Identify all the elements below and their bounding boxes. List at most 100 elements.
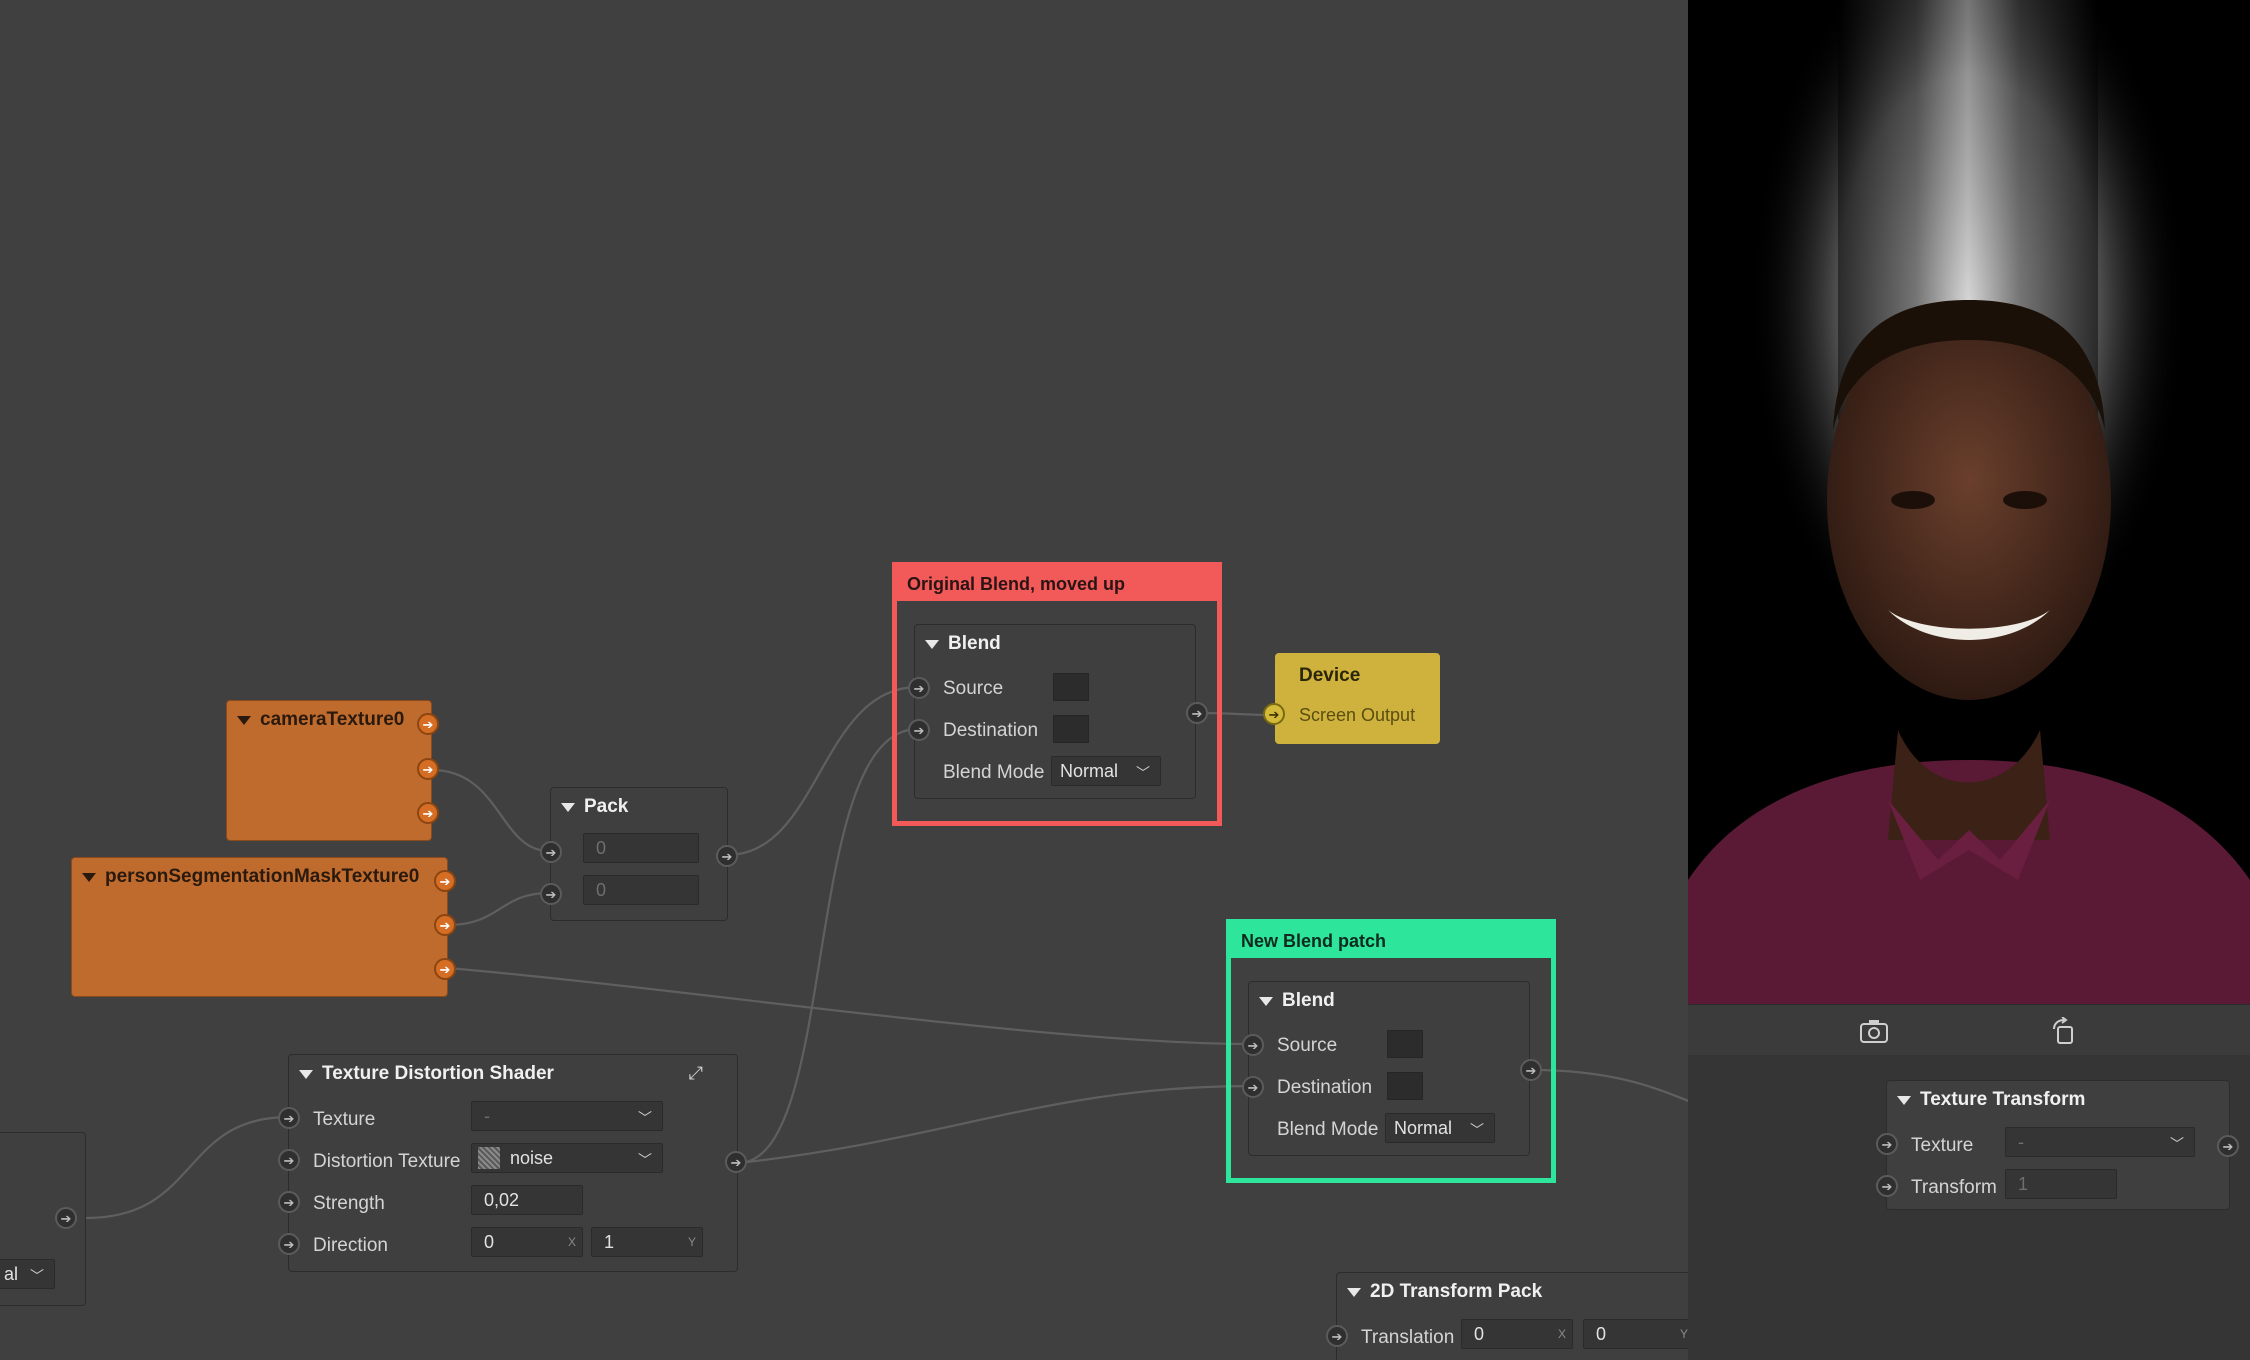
source-label: Source (943, 678, 1004, 699)
device-title: Device (1299, 665, 1361, 686)
comment-title: Original Blend, moved up (897, 567, 1217, 601)
collapse-triangle-icon[interactable] (925, 639, 939, 649)
partial-select[interactable]: al﹀ (0, 1259, 55, 1289)
output-port-alpha[interactable]: ➔ (417, 802, 439, 824)
destination-color-swatch[interactable] (1053, 715, 1089, 743)
pack-value-1[interactable]: 0 (583, 833, 699, 863)
direction-port[interactable]: ➔ (278, 1233, 300, 1255)
wire-new-to-texture-transform (1530, 1068, 1688, 1102)
direction-y-value: 1 (604, 1231, 615, 1252)
distortion-texture-port[interactable]: ➔ (278, 1149, 300, 1171)
comment-new-blend[interactable]: New Blend patch (1226, 919, 1556, 1183)
destination-port[interactable]: ➔ (1242, 1076, 1264, 1098)
blend-node-new[interactable]: Blend ➔ Source ➔ Destination Blend Mode … (1242, 981, 1542, 1156)
blend-mode-label: Blend Mode (943, 762, 1045, 783)
distortion-output-port[interactable]: ➔ (725, 1151, 747, 1173)
source-port[interactable]: ➔ (1242, 1034, 1264, 1056)
partial-node-left[interactable]: ➔ al﹀ (0, 1132, 86, 1306)
camera-preview-viewport[interactable] (1688, 0, 2250, 1004)
strength-label: Strength (313, 1193, 385, 1214)
source-color-swatch[interactable] (1053, 673, 1089, 701)
comment-title: New Blend patch (1231, 924, 1551, 958)
person-segmentation-mask-node[interactable]: personSegmentationMaskTexture0 ➔ ➔ ➔ (71, 857, 456, 997)
texture-transform-node[interactable]: Texture Transform ➔ Texture -﹀ ➔ Transfo… (1876, 1080, 2239, 1210)
node-title: Blend (948, 633, 1001, 654)
blend-mode-value: Normal (1394, 1117, 1453, 1138)
wire-camera-to-pack (431, 768, 550, 853)
blend-mode-select[interactable]: Normal﹀ (1051, 756, 1161, 786)
collapse-triangle-icon[interactable] (1259, 996, 1273, 1006)
destination-port[interactable]: ➔ (908, 719, 930, 741)
expand-icon[interactable]: ⤢ (688, 1063, 703, 1083)
texture-port[interactable]: ➔ (278, 1107, 300, 1129)
blend-mode-select[interactable]: Normal ﹀ (1385, 1113, 1495, 1143)
chevron-down-icon: ﹀ (1136, 765, 1150, 781)
pack-input-port-2[interactable]: ➔ (540, 883, 562, 905)
collapse-triangle-icon[interactable] (561, 802, 575, 812)
comment-original-blend[interactable]: Original Blend, moved up (892, 562, 1222, 826)
distortion-texture-label: Distortion Texture (313, 1151, 461, 1172)
rotate-device-icon[interactable] (2048, 1015, 2080, 1047)
blend-node-original[interactable]: Blend ➔ Source ➔ Destination Blend Mode … (908, 624, 1208, 799)
axis-y-label: Y (687, 1235, 696, 1249)
translation-y-value: 0 (1596, 1323, 1607, 1344)
pack-value-2[interactable]: 0 (583, 875, 699, 905)
direction-label: Direction (313, 1235, 388, 1256)
camera-texture-node[interactable]: cameraTexture0 ➔ ➔ ➔ (226, 700, 439, 841)
source-label: Source (1277, 1035, 1338, 1056)
texture-transform-output-port[interactable]: ➔ (2217, 1135, 2239, 1157)
texture-label: Texture (1911, 1135, 1974, 1156)
texture-port[interactable]: ➔ (1876, 1133, 1898, 1155)
collapse-triangle-icon[interactable] (1347, 1287, 1361, 1297)
chevron-down-icon: ﹀ (638, 1110, 652, 1126)
wire-distortion-to-new-dest (737, 1084, 1253, 1165)
node-title: Texture Distortion Shader (322, 1063, 554, 1084)
direction-x-value: 0 (484, 1231, 495, 1252)
destination-color-swatch[interactable] (1387, 1072, 1423, 1100)
collapse-triangle-icon[interactable] (237, 715, 251, 725)
strength-input[interactable]: 0,02 (471, 1185, 583, 1215)
texture-distortion-shader-node[interactable]: Texture Distortion Shader ⤢ ➔ Texture -﹀… (278, 1054, 747, 1272)
distortion-texture-select[interactable]: noise ﹀ (471, 1143, 663, 1173)
pack-output-port[interactable]: ➔ (716, 845, 738, 867)
node-title: personSegmentationMaskTexture0 (105, 866, 420, 887)
source-color-swatch[interactable] (1387, 1030, 1423, 1058)
output-port-rgba[interactable]: ➔ (417, 713, 439, 735)
pack-node[interactable]: Pack ➔ ➔ 0 0 ➔ (540, 787, 738, 921)
translation-port[interactable]: ➔ (1326, 1325, 1348, 1347)
collapse-triangle-icon[interactable] (1897, 1095, 1911, 1105)
axis-x-label: X (567, 1235, 576, 1249)
transform-input[interactable]: 1 (2005, 1169, 2117, 1199)
output-port[interactable]: ➔ (55, 1207, 77, 1229)
patch-editor-canvas[interactable]: cameraTexture0 ➔ ➔ ➔ personSegmentationM… (0, 0, 1688, 1360)
camera-capture-icon[interactable] (1858, 1015, 1890, 1047)
chevron-down-icon: ﹀ (1470, 1122, 1484, 1138)
blend-output-port[interactable]: ➔ (1520, 1059, 1542, 1081)
device-node[interactable]: Device ➔ Screen Output (1263, 653, 1440, 744)
destination-label: Destination (1277, 1077, 1373, 1098)
blend-output-port[interactable]: ➔ (1186, 702, 1208, 724)
pack-input-port-1[interactable]: ➔ (540, 841, 562, 863)
screen-output-port[interactable]: ➔ (1263, 703, 1285, 725)
output-port-rgb[interactable]: ➔ (434, 914, 456, 936)
output-port-alpha[interactable]: ➔ (434, 958, 456, 980)
output-port-rgba[interactable]: ➔ (434, 870, 456, 892)
wire-pack-to-orig-source (726, 685, 919, 857)
texture-select[interactable]: -﹀ (471, 1101, 663, 1131)
strength-port[interactable]: ➔ (278, 1191, 300, 1213)
collapse-triangle-icon[interactable] (82, 872, 96, 882)
node-title: cameraTexture0 (260, 709, 405, 730)
output-port-rgb[interactable]: ➔ (417, 758, 439, 780)
transform-label: Transform (1911, 1177, 1997, 1198)
collapse-triangle-icon[interactable] (299, 1069, 313, 1079)
texture-select[interactable]: -﹀ (2005, 1127, 2195, 1157)
source-port[interactable]: ➔ (908, 677, 930, 699)
texture-select-value: - (2018, 1131, 2024, 1152)
transform-port[interactable]: ➔ (1876, 1175, 1898, 1197)
noise-thumbnail-icon (478, 1147, 500, 1169)
